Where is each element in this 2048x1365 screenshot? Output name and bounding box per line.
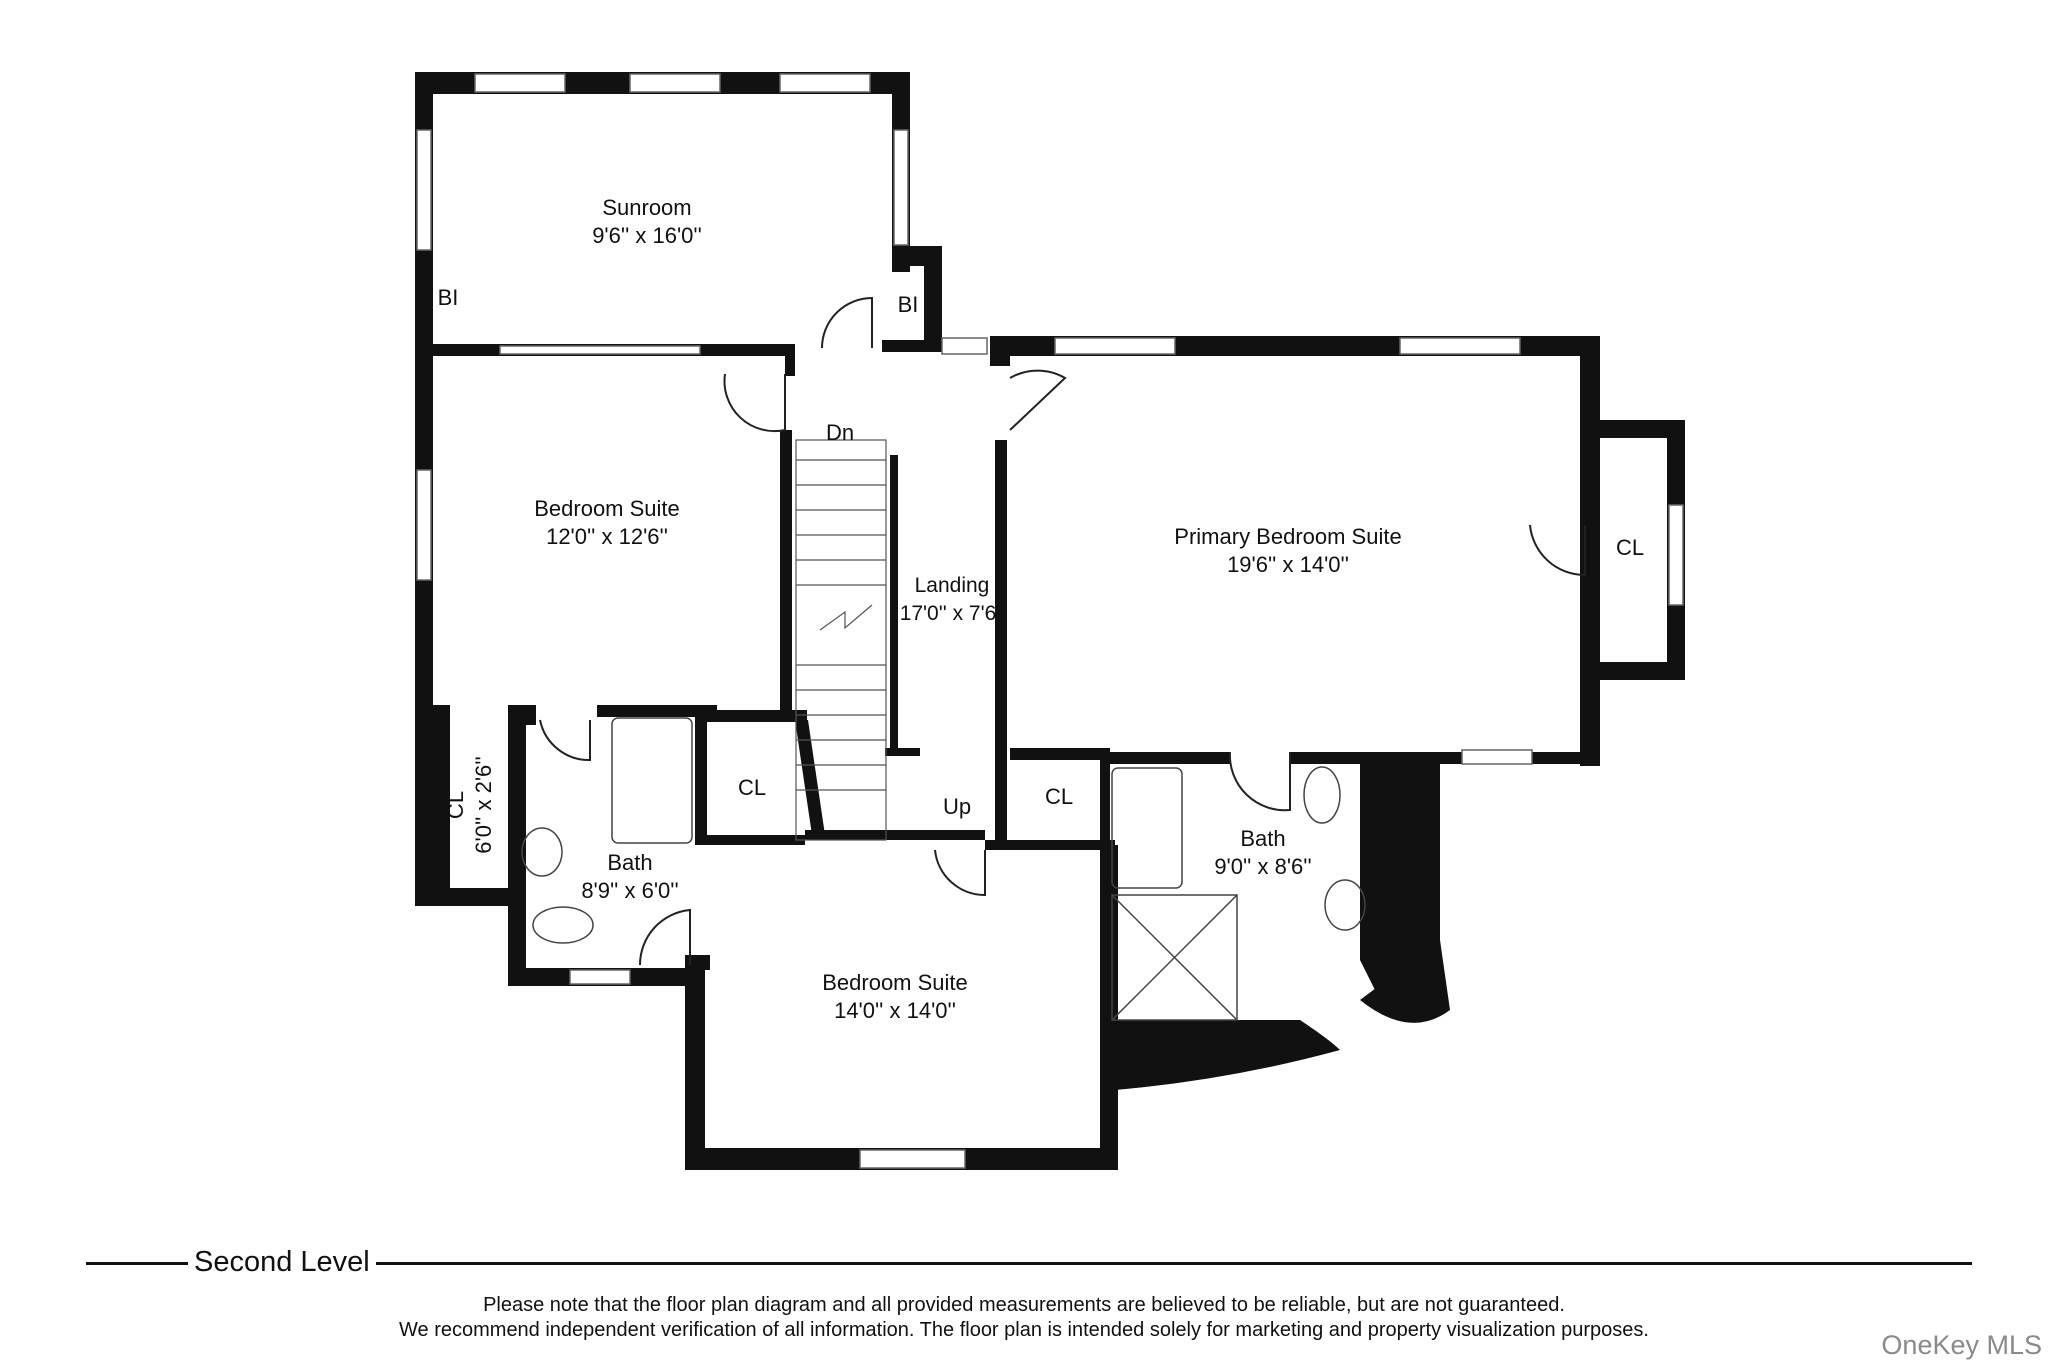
wall bbox=[785, 354, 795, 376]
wall bbox=[805, 830, 985, 840]
toilet bbox=[1303, 766, 1341, 824]
level-title: Second Level bbox=[188, 1244, 376, 1280]
wall bbox=[1010, 748, 1110, 760]
wall bbox=[780, 430, 792, 720]
wall bbox=[597, 705, 717, 717]
room-dims: 19'6'' x 14'0'' bbox=[1227, 552, 1349, 577]
wall bbox=[520, 705, 536, 725]
wall bbox=[885, 748, 920, 756]
window bbox=[779, 73, 871, 93]
wall bbox=[985, 840, 1115, 850]
bedroom-suite-left-label: Bedroom Suite 12'0'' x 12'6'' bbox=[534, 495, 680, 551]
wall bbox=[990, 336, 1010, 366]
sunroom-label: Sunroom 9'6'' x 16'0'' bbox=[592, 194, 702, 250]
stairs bbox=[795, 439, 887, 841]
room-name: Bath bbox=[1240, 826, 1286, 851]
wall bbox=[1100, 752, 1110, 852]
bedroom-suite-bottom-label: Bedroom Suite 14'0'' x 14'0'' bbox=[822, 969, 968, 1025]
wall bbox=[1580, 420, 1685, 438]
wall bbox=[1290, 752, 1600, 764]
sink bbox=[521, 827, 563, 877]
room-name: Sunroom bbox=[602, 195, 692, 220]
room-dims: 17'0'' x 7'6'' bbox=[899, 602, 1005, 625]
wall bbox=[1100, 845, 1118, 1170]
room-dims: 8'9'' x 6'0'' bbox=[581, 878, 679, 903]
room-dims: 14'0'' x 14'0'' bbox=[834, 998, 956, 1023]
windows bbox=[416, 73, 1684, 1169]
bath-right-label: Bath 9'0'' x 8'6'' bbox=[1214, 825, 1311, 881]
doors bbox=[539, 296, 1586, 966]
disclaimer-line-2: We recommend independent verification of… bbox=[399, 1319, 1649, 1341]
shower bbox=[1111, 894, 1238, 1021]
window bbox=[1668, 504, 1684, 606]
window bbox=[893, 129, 909, 246]
window bbox=[474, 73, 566, 93]
window bbox=[416, 469, 432, 581]
room-name: Bedroom Suite bbox=[822, 970, 968, 995]
sink bbox=[1324, 879, 1366, 931]
closet-mid-tag: CL bbox=[737, 775, 767, 800]
level-divider bbox=[86, 1262, 1972, 1265]
wall bbox=[1100, 752, 1230, 764]
wall bbox=[692, 955, 710, 970]
closet-primary-tag: CL bbox=[1615, 535, 1645, 560]
bath-left-label: Bath 8'9'' x 6'0'' bbox=[581, 849, 678, 905]
bi-left-tag: BI bbox=[437, 285, 459, 310]
closet-right-tag: CL bbox=[1044, 784, 1074, 809]
wall bbox=[685, 958, 705, 1168]
wall bbox=[890, 455, 898, 755]
wall bbox=[508, 705, 526, 985]
wall bbox=[882, 340, 942, 352]
wall bbox=[1580, 440, 1598, 525]
wall bbox=[415, 888, 515, 906]
room-name: Landing bbox=[914, 574, 990, 597]
wall bbox=[1580, 336, 1600, 766]
room-name: Primary Bedroom Suite bbox=[1174, 524, 1402, 549]
window bbox=[941, 337, 988, 355]
wall bbox=[1580, 662, 1685, 680]
room-dims: 9'0'' x 8'6'' bbox=[1214, 854, 1312, 879]
window bbox=[629, 73, 721, 93]
window bbox=[416, 129, 432, 251]
closet-left-label: CL 6'0'' x 2'6'' bbox=[442, 756, 498, 853]
brand-watermark: OneKey MLS bbox=[1881, 1330, 2042, 1360]
landing-label: Landing 17'0'' x 7'6'' bbox=[900, 572, 1005, 628]
bi-right-tag: BI bbox=[897, 292, 919, 317]
bathtub bbox=[611, 717, 693, 844]
window bbox=[859, 1149, 966, 1169]
window bbox=[1054, 337, 1176, 355]
wall bbox=[430, 705, 450, 890]
room-dims: 6'0'' x 2'6'' bbox=[471, 756, 496, 854]
window bbox=[569, 969, 631, 985]
fixtures bbox=[521, 717, 1366, 1021]
wall bbox=[995, 440, 1007, 840]
stairs-down-tag: Dn bbox=[825, 420, 855, 445]
wall bbox=[695, 715, 707, 845]
disclaimer-line-1: Please note that the floor plan diagram … bbox=[483, 1294, 1565, 1316]
window bbox=[499, 345, 701, 355]
wall bbox=[1580, 575, 1598, 670]
wall bbox=[924, 246, 942, 346]
window bbox=[1399, 337, 1521, 355]
window bbox=[1461, 749, 1533, 765]
toilet bbox=[532, 906, 594, 944]
primary-bedroom-label: Primary Bedroom Suite 19'6'' x 14'0'' bbox=[1174, 523, 1401, 579]
wall bbox=[707, 710, 807, 722]
wall bbox=[695, 835, 805, 845]
room-name: Bath bbox=[607, 850, 653, 875]
room-name: Bedroom Suite bbox=[534, 496, 680, 521]
room-dims: 12'0'' x 12'6'' bbox=[546, 524, 668, 549]
bathtub bbox=[1111, 767, 1183, 889]
stairs-up-tag: Up bbox=[942, 794, 972, 819]
room-name: CL bbox=[443, 790, 468, 820]
room-dims: 9'6'' x 16'0'' bbox=[592, 223, 702, 248]
